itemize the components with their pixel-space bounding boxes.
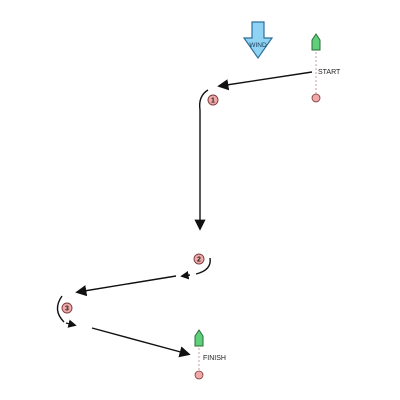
finish-label: FINISH [203, 355, 226, 362]
rounding-arrow-mark-2 [180, 271, 191, 280]
finish-pin-mark [194, 370, 204, 380]
mark-1: 1 [207, 94, 219, 106]
rounding-arc-mark-2 [195, 257, 211, 275]
mark-3: 3 [61, 302, 73, 314]
wind-arrow-icon: WIND [242, 21, 274, 60]
rounding-arrow-mark-3 [65, 319, 77, 328]
rounding-arc-mark-1 [198, 89, 209, 111]
leg-mark-2-to-mark-3 [75, 275, 177, 297]
mark-2-number: 2 [197, 257, 201, 264]
start-committee-boat-icon [311, 33, 321, 51]
leg-start-to-mark-1 [217, 71, 313, 91]
rounding-arc-mark-3 [56, 295, 65, 323]
wind-label: WIND [249, 42, 267, 49]
leg-mark-3-to-finish [91, 327, 191, 358]
start-label: START [318, 69, 341, 76]
mark-1-number: 1 [211, 98, 215, 105]
mark-2: 2 [193, 253, 205, 265]
start-pin-mark [311, 93, 321, 103]
mark-3-number: 3 [65, 306, 69, 313]
finish-committee-boat-icon [194, 329, 204, 347]
